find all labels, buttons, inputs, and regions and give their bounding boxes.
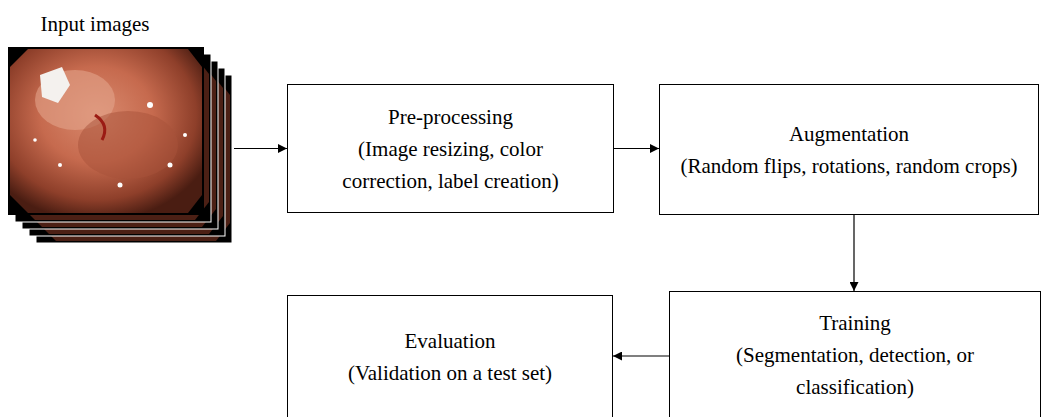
step-details: (Image resizing, color correction, label… [311,133,591,197]
flow-arrow [234,148,287,149]
process-box: Evaluation(Validation on a test set) [287,295,613,417]
step-details: (Validation on a test set) [348,357,552,389]
flow-arrow [853,215,854,291]
flow-arrow [613,355,669,356]
process-box: Training(Segmentation, detection, or cla… [669,291,1041,417]
step-details: (Segmentation, detection, or classificat… [700,339,1010,403]
step-title: Pre-processing [388,101,513,133]
endoscopy-image-stack [0,45,234,245]
process-box: Pre-processing(Image resizing, color cor… [287,84,614,213]
image-heading: Input images [0,8,190,40]
step-details: (Random flips, rotations, random crops) [680,150,1017,182]
step-title: Training [819,307,891,339]
flow-arrow [614,148,659,149]
step-title: Augmentation [789,118,909,150]
image-stack: Input images [0,8,234,240]
step-title: Evaluation [405,325,496,357]
process-box: Augmentation(Random flips, rotations, ra… [659,84,1039,215]
